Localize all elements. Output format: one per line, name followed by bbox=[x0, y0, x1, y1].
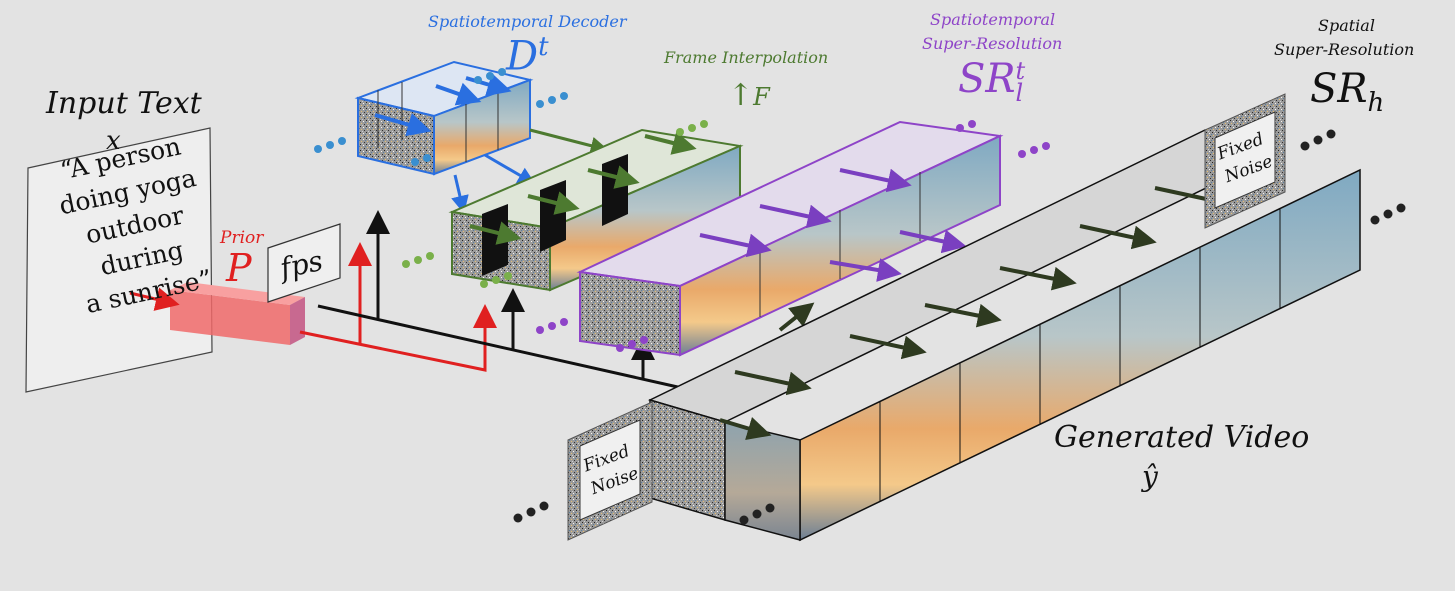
sr-high-sub: h bbox=[1367, 88, 1385, 118]
fixed-noise-panel-left bbox=[567, 401, 653, 541]
fps-box bbox=[267, 223, 341, 303]
prior-caption: Prior bbox=[220, 228, 264, 248]
interp-symbol-base: F bbox=[753, 83, 770, 111]
conditioning-wiring bbox=[299, 210, 701, 394]
interp-symbol: ↑F bbox=[728, 78, 770, 113]
decoder-symbol: Dt bbox=[506, 32, 549, 79]
sr-high-caption-2: Super-Resolution bbox=[1274, 40, 1415, 59]
sr-low-block bbox=[576, 120, 1004, 357]
input-text-panel bbox=[25, 127, 213, 393]
decoder-symbol-base: D bbox=[506, 33, 539, 80]
input-text-title: Input Text bbox=[46, 86, 202, 121]
fixed-noise-panel-right bbox=[1204, 93, 1286, 229]
ellipsis-dots bbox=[314, 68, 1406, 525]
interp-block bbox=[448, 128, 744, 292]
output-variable: ŷ bbox=[1142, 460, 1158, 493]
sr-low-sub: l bbox=[1015, 79, 1024, 107]
interp-caption: Frame Interpolation bbox=[664, 48, 829, 67]
prior-symbol: P bbox=[226, 246, 252, 290]
sr-low-caption-1: Spatiotemporal bbox=[930, 10, 1056, 29]
sr-low-symbol-base: SR bbox=[958, 56, 1016, 102]
input-variable: x bbox=[106, 126, 121, 156]
decoder-block bbox=[354, 60, 609, 214]
sr-low-caption-2: Super-Resolution bbox=[922, 34, 1063, 53]
decoder-caption: Spatiotemporal Decoder bbox=[428, 12, 627, 31]
sr-high-symbol: SRh bbox=[1310, 66, 1384, 118]
sr-high-symbol-base: SR bbox=[1310, 66, 1368, 112]
output-title: Generated Video bbox=[1054, 420, 1310, 455]
sr-low-sup: t bbox=[1015, 57, 1026, 85]
decoder-symbol-sup: t bbox=[538, 32, 549, 62]
interp-arrow-icon: ↑ bbox=[728, 78, 754, 113]
input-prompt: “A person doing yoga outdoor during a su… bbox=[34, 125, 236, 327]
sr-high-block bbox=[647, 129, 1361, 542]
sr-high-caption-1: Spatial bbox=[1318, 16, 1375, 35]
